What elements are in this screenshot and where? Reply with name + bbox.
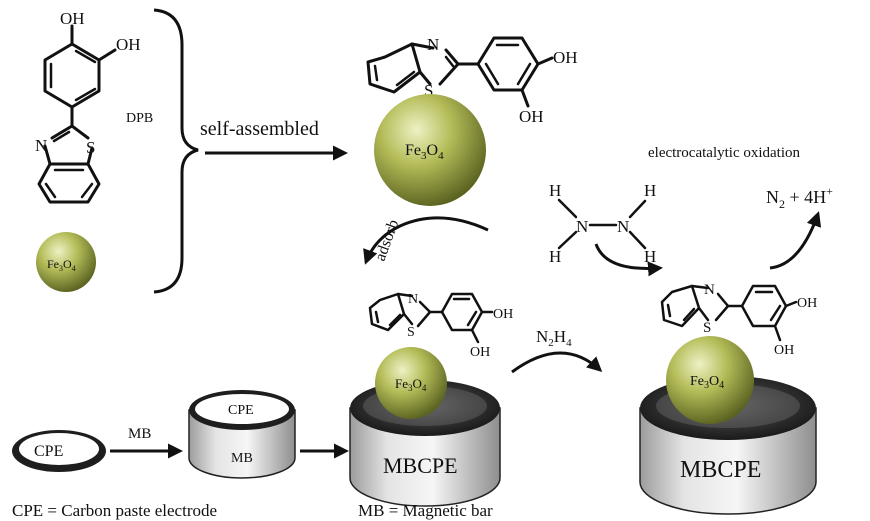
svg-text:OH: OH xyxy=(519,107,544,126)
svg-text:H: H xyxy=(644,247,656,266)
n2h4-label: N2H4 xyxy=(536,327,572,349)
product-arrow xyxy=(769,211,822,270)
svg-text:N: N xyxy=(427,35,439,54)
adsorb-label: adsorb xyxy=(372,217,403,263)
svg-text:OH: OH xyxy=(774,343,794,358)
adsorb-arrow xyxy=(363,216,489,265)
cpe-disk: CPE xyxy=(12,430,106,472)
svg-text:S: S xyxy=(424,81,433,100)
legend-cpe: CPE = Carbon paste electrode xyxy=(12,501,217,520)
svg-text:OH: OH xyxy=(470,345,490,360)
dpb-on-fe3o4-top: N S OH OH xyxy=(366,35,578,126)
electrocatalytic-label: electrocatalytic oxidation xyxy=(648,145,801,161)
svg-text:Fe3O4: Fe3O4 xyxy=(395,376,427,393)
svg-text:MBCPE: MBCPE xyxy=(383,453,458,478)
svg-text:OH: OH xyxy=(553,48,578,67)
dpb-on-fe3o4-center: Fe3O4 N S OH OH xyxy=(368,292,513,419)
dpb-on-fe3o4-right: Fe3O4 N S OH OH xyxy=(660,282,817,424)
svg-text:CPE: CPE xyxy=(228,403,254,418)
svg-text:N: N xyxy=(617,217,629,236)
svg-text:OH: OH xyxy=(797,296,817,311)
hydrazine-molecule: H H N N H H xyxy=(549,181,656,266)
svg-text:H: H xyxy=(549,247,561,266)
svg-text:N: N xyxy=(704,282,715,298)
s-label: S xyxy=(86,138,95,157)
n2h4-arrow xyxy=(511,351,603,374)
fe3o4-particle-top: Fe3O4 xyxy=(374,94,486,206)
mbcpe-electrode-center: MBCPE xyxy=(349,380,501,507)
hydrazine-arrow xyxy=(594,243,663,277)
svg-text:N: N xyxy=(576,217,588,236)
oh-label-1: OH xyxy=(60,9,85,28)
self-assembled-label: self-assembled xyxy=(200,118,319,140)
svg-text:Fe3O4: Fe3O4 xyxy=(405,142,444,162)
svg-text:MB: MB xyxy=(231,451,253,466)
product-label: N2 + 4H+ xyxy=(766,184,833,211)
svg-text:OH: OH xyxy=(493,307,513,322)
svg-text:H: H xyxy=(644,181,656,200)
curly-brace xyxy=(153,8,199,294)
svg-text:H: H xyxy=(549,181,561,200)
svg-text:S: S xyxy=(703,320,711,336)
fe3o4-particle-small: Fe3O4 xyxy=(36,232,96,292)
dpb-label: DPB xyxy=(126,111,153,126)
legend-mb: MB = Magnetic bar xyxy=(358,501,493,520)
oh-label-2: OH xyxy=(116,35,141,54)
svg-text:MBCPE: MBCPE xyxy=(680,457,761,483)
n-label: N xyxy=(35,136,47,155)
svg-text:CPE: CPE xyxy=(34,443,63,460)
svg-text:N: N xyxy=(408,292,418,307)
mb-arrow-label: MB xyxy=(128,426,151,442)
cpe-mb-cylinder: CPE MB xyxy=(188,390,296,479)
svg-text:S: S xyxy=(407,325,415,340)
svg-text:Fe3O4: Fe3O4 xyxy=(690,374,724,391)
dpb-molecule-left: OH OH N S xyxy=(35,9,141,204)
svg-text:Fe3O4: Fe3O4 xyxy=(47,257,76,273)
